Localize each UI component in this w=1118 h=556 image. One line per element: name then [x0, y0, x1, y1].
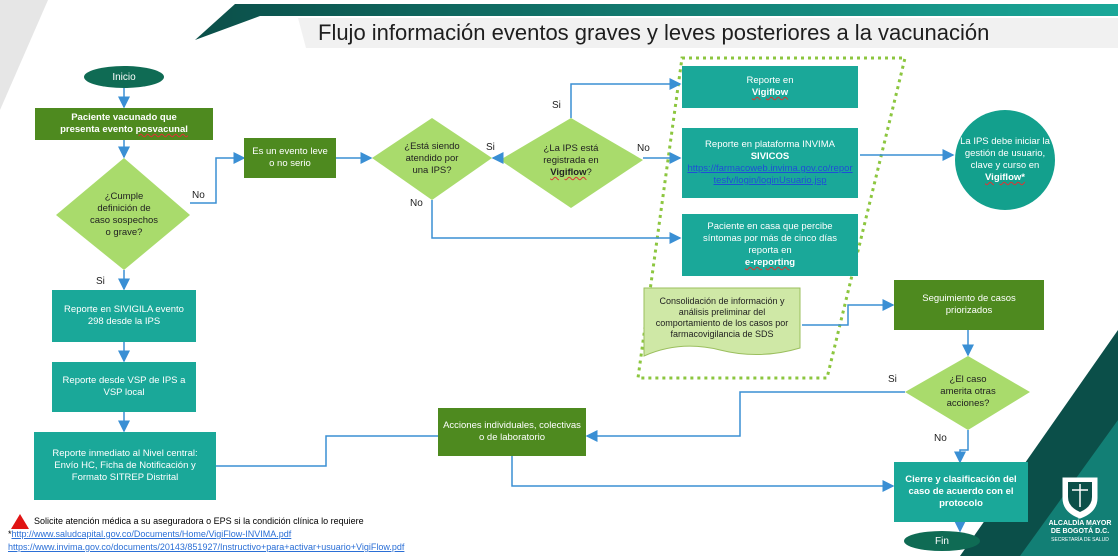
red-triangle-icon	[11, 514, 29, 529]
edge-label-no: No	[637, 143, 650, 154]
footer-note: Solicite atención médica a su asegurador…	[34, 516, 364, 526]
node-invima-line1: Reporte en plataforma INVIMA	[705, 139, 835, 150]
node-acciones: Acciones individuales, colectivas o de l…	[438, 408, 586, 456]
edge-label-si: Si	[888, 374, 897, 385]
node-reporte-invima: Reporte en plataforma INVIMA SIVICOS htt…	[682, 128, 858, 198]
decision-atendido: ¿Está siendo atendido por una IPS?	[404, 141, 460, 176]
edge-label-si: Si	[552, 100, 561, 111]
node-consolidacion: Consolidación de información y análisis …	[655, 296, 789, 339]
node-paciente-line1: Paciente vacunado que	[71, 112, 177, 123]
edge-label-no: No	[192, 190, 205, 201]
diamond-ips-registrada	[500, 118, 643, 208]
logo-line2: DE BOGOTÁ D.C.	[1050, 528, 1110, 535]
decision-ips-word: Vigiflow	[550, 167, 587, 178]
edge-label-no: No	[410, 198, 423, 209]
doc-shape-consolidacion	[643, 287, 801, 357]
node-paciente-line2: presenta evento posvacunal	[60, 124, 188, 136]
left-decor	[0, 0, 48, 110]
node-paciente-casa: Paciente en casa que percibe síntomas po…	[682, 214, 858, 276]
decision-ips-post: ?	[586, 167, 592, 178]
node-paciente-word: posvacunal	[135, 124, 188, 135]
edge-label-si: Si	[486, 142, 495, 153]
decision-ips-registrada: ¿La IPS está registrada en Vigiflow?	[536, 125, 606, 197]
node-paciente-vacunado: Paciente vacunado que presenta evento po…	[35, 108, 213, 140]
node-vigiflow-word: Vigiflow	[751, 87, 789, 98]
bogota-shield-icon	[1062, 477, 1098, 519]
title-backdrop	[298, 18, 1118, 48]
dashed-group	[636, 56, 907, 380]
footer-link1-prefix: *	[8, 529, 12, 539]
logo-line3: SECRETARÍA DE SALUD	[1051, 537, 1109, 543]
node-reporte-sivigila: Reporte en SIVIGILA evento 298 desde la …	[52, 290, 196, 342]
edge-label-si: Si	[96, 276, 105, 287]
node-reporte-inmediato: Reporte inmediato al Nivel central: Enví…	[34, 432, 216, 500]
header-band	[195, 4, 1118, 40]
footer-link2[interactable]: https://www.invima.gov.co/documents/2014…	[8, 542, 405, 552]
node-ips-debe: La IPS debe iniciar la gestión de usuari…	[960, 120, 1050, 200]
node-reporte-vigiflow: Reporte en Vigiflow	[682, 66, 858, 108]
node-paciente-casa-text: Paciente en casa que percibe síntomas po…	[702, 221, 838, 256]
edge-label-no: No	[934, 433, 947, 444]
end-oval: Fin	[904, 531, 980, 551]
invima-link[interactable]: https://farmacoweb.invima.gov.co/reporte…	[687, 163, 853, 186]
node-reporte-vsp: Reporte desde VSP de IPS a VSP local	[52, 362, 196, 412]
node-reporte-en: Reporte en	[746, 75, 794, 86]
start-oval: Inicio	[84, 66, 164, 88]
node-ips-debe-word: Vigiflow*	[985, 172, 1025, 183]
circle-ips-debe	[955, 110, 1055, 210]
decision-amerita: ¿El caso amerita otras acciones?	[940, 374, 996, 409]
node-ips-debe-text: La IPS debe iniciar la gestión de usuari…	[960, 136, 1050, 171]
node-invima-line2: SIVICOS	[750, 151, 790, 162]
diamond-cumple	[56, 158, 190, 270]
footer-link1-row: *http://www.saludcapital.gov.co/Document…	[8, 529, 291, 539]
decision-cumple: ¿Cumple definición de caso sospechos o g…	[89, 191, 159, 238]
footer-link1[interactable]: http://www.saludcapital.gov.co/Documents…	[11, 529, 292, 539]
logo-text: ALCALDÍA MAYOR DE BOGOTÁ D.C. SECRETARÍA…	[1046, 520, 1114, 544]
node-cierre: Cierre y clasificación del caso de acuer…	[894, 462, 1028, 522]
node-evento-leve: Es un evento leve o no serio	[244, 138, 336, 178]
logo-line1: ALCALDÍA MAYOR	[1048, 520, 1112, 527]
page-title: Flujo información eventos graves y leves…	[318, 20, 990, 45]
decision-ips-text: ¿La IPS está registrada en	[543, 143, 599, 166]
footer-link2-row: https://www.invima.gov.co/documents/2014…	[8, 542, 404, 552]
node-ereporting: e-reporting	[744, 257, 796, 268]
node-paciente-line2-text: presenta evento	[60, 124, 136, 135]
diamond-amerita	[905, 356, 1030, 430]
node-seguimiento: Seguimiento de casos priorizados	[894, 280, 1044, 330]
diamond-atendido	[372, 118, 492, 200]
